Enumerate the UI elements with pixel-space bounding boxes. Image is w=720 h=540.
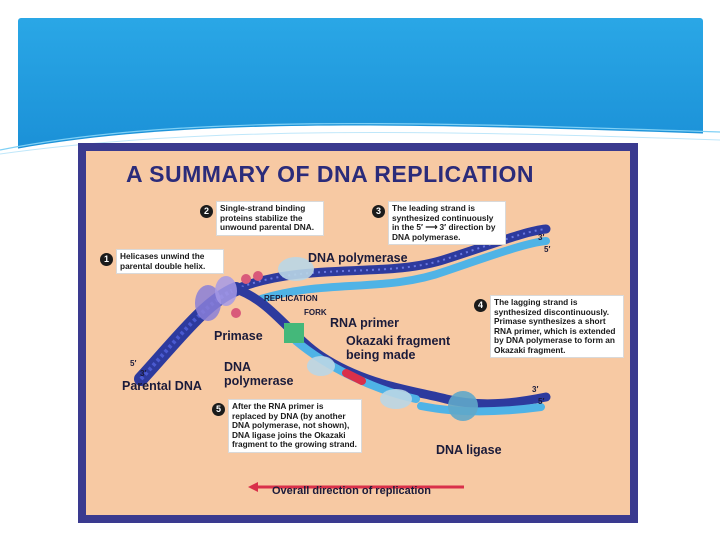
dna-ligase-icon (448, 391, 478, 421)
label-end-3-left: 3′ (140, 369, 146, 378)
label-okazaki-line2: being made (346, 348, 415, 362)
callout-1: Helicases unwind the parental double hel… (116, 249, 224, 274)
callout-4: The lagging strand is synthesized discon… (490, 295, 624, 358)
label-dna-polymerase-bottom-line2: polymerase (224, 374, 293, 388)
label-end-5-top: 5′ (544, 245, 550, 254)
label-overall-direction: Overall direction of replication (272, 485, 431, 497)
callout-5-number: 5 (212, 403, 225, 416)
label-okazaki-line1: Okazaki fragment (346, 334, 450, 348)
label-primase: Primase (214, 329, 263, 343)
callout-4-number: 4 (474, 299, 487, 312)
ssb-protein-icon (241, 274, 251, 284)
label-end-3-right: 3′ (532, 385, 538, 394)
label-rna-primer: RNA primer (330, 316, 399, 330)
callout-3-number: 3 (372, 205, 385, 218)
label-fork: FORK (304, 308, 327, 317)
callout-2: Single-strand binding proteins stabilize… (216, 201, 324, 236)
label-replication: REPLICATION (264, 294, 318, 303)
callout-3: The leading strand is synthesized contin… (388, 201, 506, 245)
callout-2-number: 2 (200, 205, 213, 218)
label-dna-ligase: DNA ligase (436, 443, 502, 457)
label-end-5-right: 5′ (538, 397, 544, 406)
callout-5: After the RNA primer is replaced by DNA … (228, 399, 362, 453)
label-dna-polymerase-top: DNA polymerase (308, 251, 408, 265)
dna-polymerase-bottom-icon (307, 356, 335, 376)
callout-1-number: 1 (100, 253, 113, 266)
label-end-3-top: 3′ (538, 233, 544, 242)
label-dna-polymerase-bottom-line1: DNA (224, 360, 251, 374)
label-end-5-left: 5′ (130, 359, 136, 368)
figure-panel: A SUMMARY OF DNA REPLICATION (86, 151, 630, 515)
label-parental-dna: Parental DNA (122, 379, 202, 393)
dna-replication-figure: A SUMMARY OF DNA REPLICATION (78, 143, 638, 523)
primase-icon (284, 323, 304, 343)
